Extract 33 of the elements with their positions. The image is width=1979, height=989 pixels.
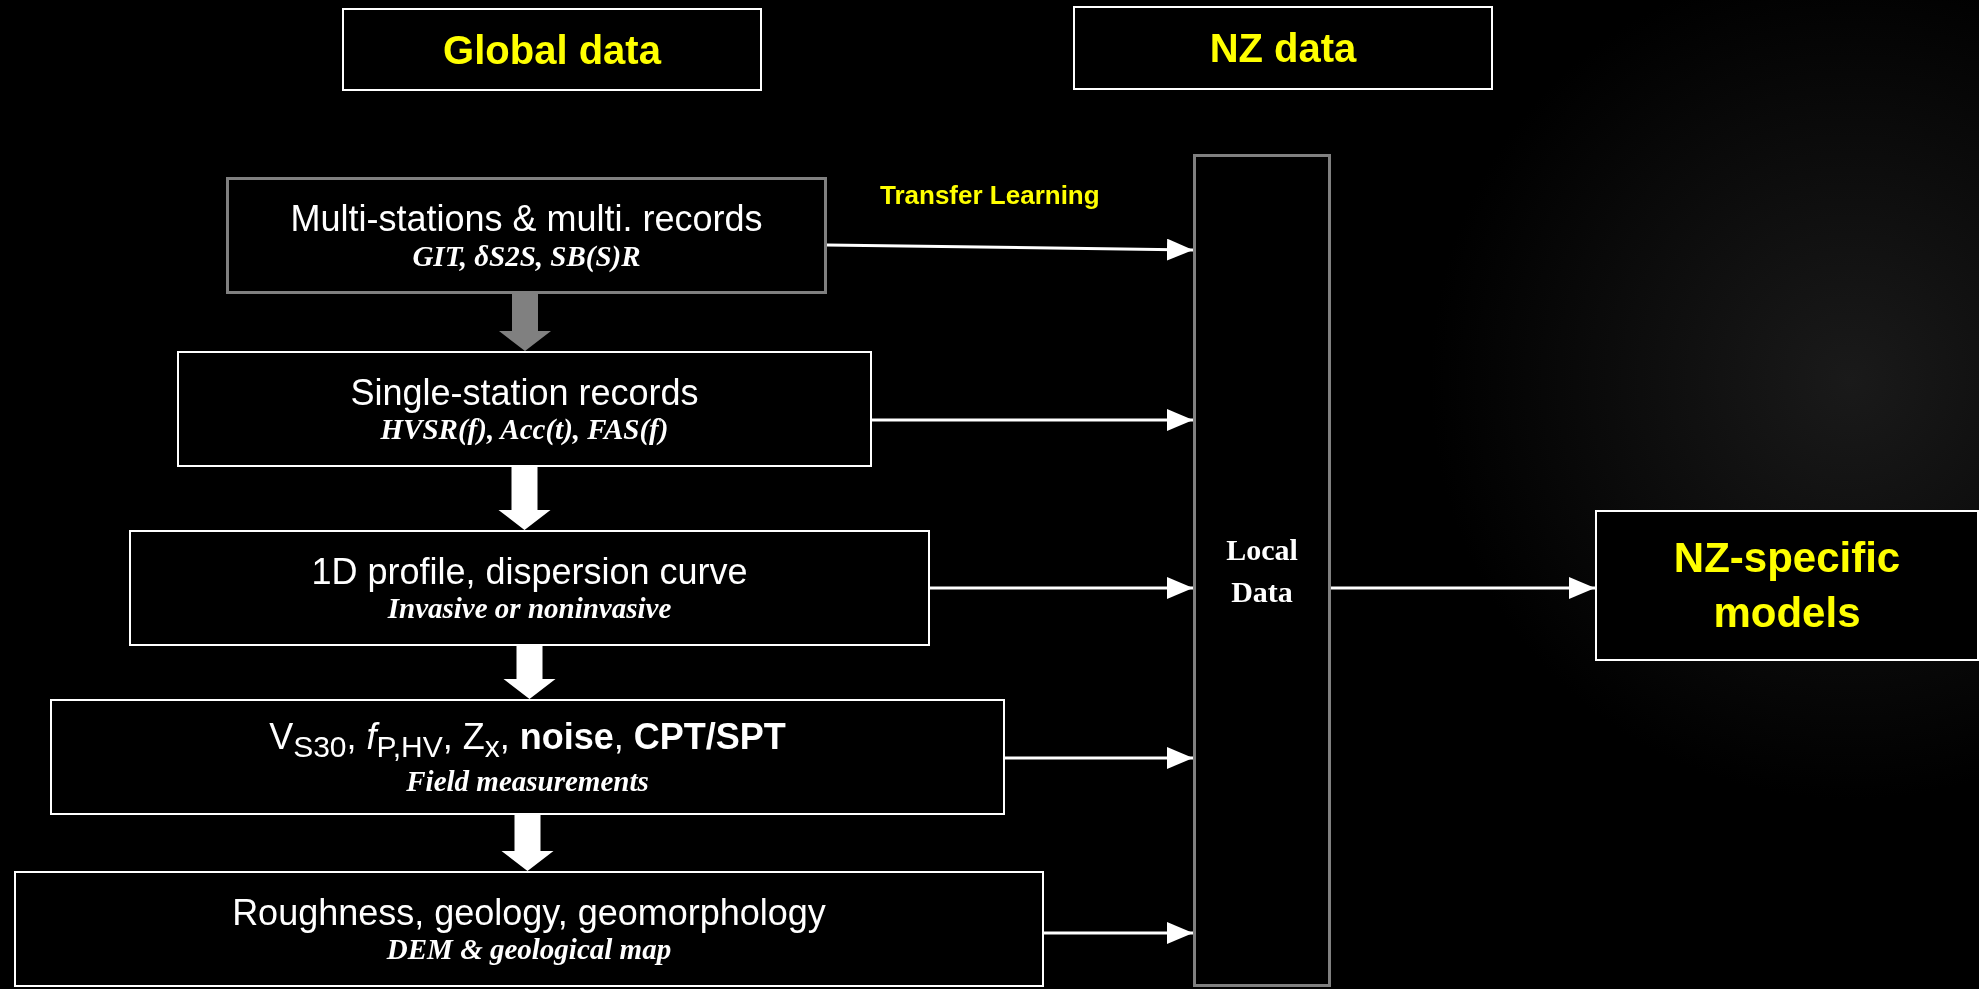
- block-arrow: [501, 815, 554, 871]
- arrow: [930, 577, 1193, 599]
- data-box: [177, 351, 872, 467]
- box-text: Local Data: [1225, 531, 1299, 610]
- arrow: [872, 409, 1193, 431]
- heading-text: NZ-specific models: [1672, 532, 1902, 638]
- block-arrow: [498, 467, 551, 530]
- box-title: V$_{S30}$, f$_{P,HV}$, Z$_{x}$, noise, CPT/SPT: [269, 716, 786, 765]
- arrow: [1331, 577, 1595, 599]
- block-arrow: [499, 294, 551, 351]
- data-box: [226, 177, 827, 294]
- box-subtitle: Invasive or noninvasive: [387, 592, 672, 626]
- box-subtitle: Field measurements: [406, 764, 649, 798]
- box-title: Roughness, geology, geomorphology: [232, 891, 826, 934]
- arrow: [1005, 747, 1193, 769]
- header-box: [342, 8, 762, 91]
- box-subtitle: HVSR(f), Acc(t), FAS(f): [380, 413, 669, 447]
- box-title: 1D profile, dispersion curve: [311, 550, 748, 593]
- arrow: [827, 238, 1193, 261]
- data-box: [129, 530, 930, 646]
- block-arrow: [503, 646, 556, 699]
- heading-text: NZ data: [1209, 25, 1357, 72]
- arrow: [1044, 922, 1193, 944]
- data-box: [14, 871, 1044, 987]
- box-title: Single-station records: [350, 371, 699, 414]
- output-box: [1595, 510, 1979, 661]
- data-box: [50, 699, 1005, 815]
- header-box: [1073, 6, 1493, 90]
- heading-text: Global data: [443, 26, 661, 74]
- box-subtitle: GIT, δS2S, SB(S)R: [412, 239, 641, 273]
- local-data-box: [1193, 154, 1331, 987]
- box-subtitle: DEM & geological map: [386, 933, 672, 967]
- box-title: Multi-stations & multi. records: [290, 198, 763, 240]
